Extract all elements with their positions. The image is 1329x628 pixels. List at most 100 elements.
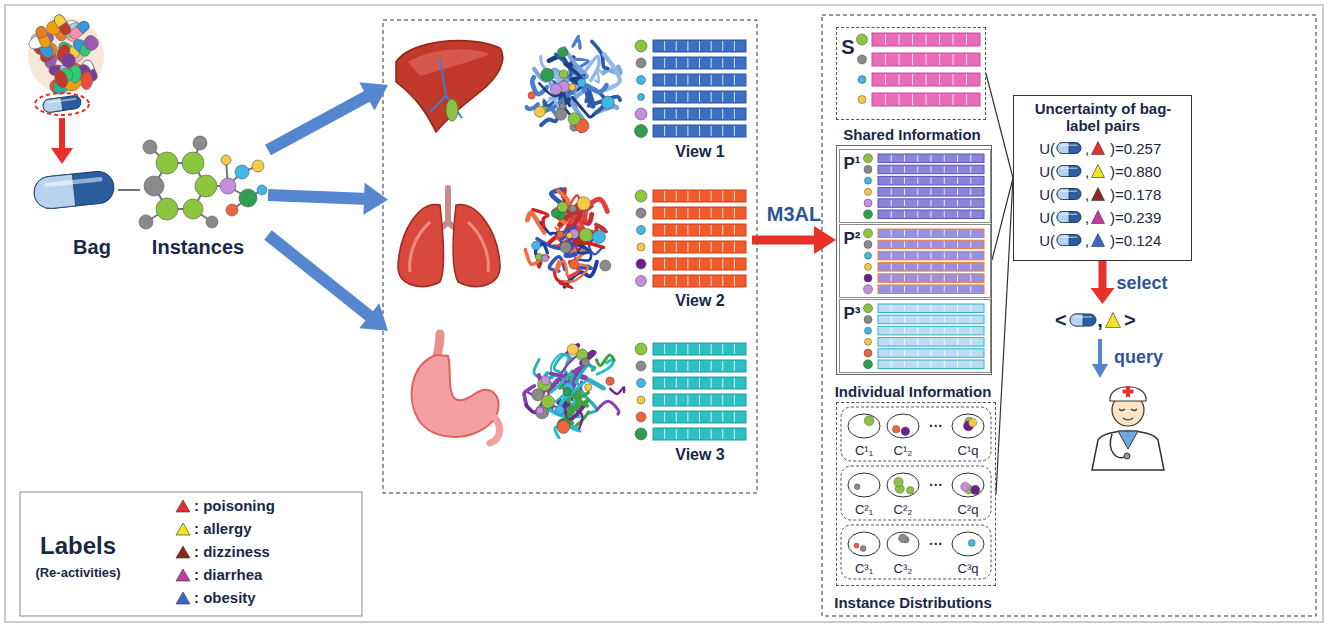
bar-cell-line — [904, 189, 905, 196]
arrow-label: query — [1114, 347, 1163, 368]
text-slot: P³ — [844, 304, 861, 324]
bar-cell-line — [904, 230, 905, 237]
instance-dot — [635, 190, 647, 202]
bar-cell-line — [970, 350, 971, 357]
feature-bar — [878, 315, 984, 324]
bar-cell-line — [699, 361, 700, 371]
instance-dot — [559, 103, 565, 109]
bar-cell-line — [699, 58, 700, 68]
feature-bar — [878, 274, 984, 283]
bar-cell-line — [711, 395, 712, 405]
capsule-half — [35, 25, 48, 39]
label-icon — [1092, 188, 1105, 201]
molecule-atom — [206, 216, 218, 228]
bar-cell-line — [917, 327, 918, 334]
bar-cell-line — [664, 126, 665, 136]
liver — [396, 40, 503, 132]
capsule-shine — [1061, 167, 1078, 169]
protein-ribbon — [573, 36, 581, 48]
text-slot: View 3 — [675, 446, 725, 464]
molecule-atom — [252, 160, 264, 172]
bar-cell-line — [676, 378, 677, 388]
instance-dot — [892, 425, 900, 433]
connector-line — [1099, 261, 1107, 291]
protein-ribbon — [596, 355, 614, 366]
capsule-body — [1057, 166, 1081, 177]
instance-dot — [557, 47, 567, 57]
node-text: , — [1085, 232, 1089, 249]
instance-dot — [636, 259, 646, 269]
uncertainty-box: Uncertainty of bag-label pairsU(,)=0.257… — [1013, 95, 1192, 261]
instance-dot — [899, 534, 908, 543]
bar-cell-line — [970, 155, 971, 162]
bar-cell-line — [944, 264, 945, 271]
connector — [118, 189, 140, 190]
bar-cell-line — [734, 412, 735, 422]
capsule-half — [76, 19, 91, 34]
bar-cell-line — [699, 75, 700, 85]
capsule-half — [42, 98, 63, 114]
instance-dot — [961, 482, 970, 491]
connector — [1091, 261, 1115, 304]
text-slot: View 2 — [675, 292, 725, 310]
bar-cell-line — [957, 166, 958, 173]
bar-cell-line — [722, 242, 723, 252]
molecule-atom — [235, 165, 249, 179]
feature-bar — [878, 165, 984, 174]
feature-bar — [653, 125, 746, 137]
bar-cell-line — [891, 264, 892, 271]
text-slot: U( — [1039, 163, 1055, 180]
cluster-ellipse — [848, 473, 880, 497]
instance-dot — [637, 396, 645, 404]
instance-dot — [864, 210, 873, 219]
cluster-label: ··· — [929, 418, 943, 434]
cluster-label: C³q — [958, 562, 979, 577]
instance-dot — [864, 315, 872, 323]
bar-cell-line — [699, 429, 700, 439]
bar-cell-line — [687, 412, 688, 422]
feature-bar — [653, 241, 746, 253]
bar-cell-line — [904, 252, 905, 259]
bar-cell-line — [687, 344, 688, 354]
text-slot: U( — [1039, 186, 1055, 203]
bar-cell-line — [957, 361, 958, 368]
bar-cell-line — [891, 350, 892, 357]
feature-bar — [653, 108, 746, 120]
node-text: U( — [1039, 232, 1055, 249]
label-icon — [1106, 313, 1121, 328]
bag-icon — [1057, 143, 1081, 154]
bar-cell-line — [664, 412, 665, 422]
feature-bar — [653, 224, 746, 236]
feature-bar — [878, 154, 984, 163]
feature-bar — [653, 57, 746, 69]
instance-dot — [601, 96, 614, 109]
bar-cell-line — [687, 225, 688, 235]
bar-cell-line — [899, 74, 900, 85]
protein-ribbon — [555, 374, 573, 402]
bar-cell-line — [904, 200, 905, 207]
bar-cell-line — [891, 230, 892, 237]
instance-dot — [567, 344, 578, 355]
molecule-atom — [139, 215, 153, 229]
bar-cell-line — [885, 54, 886, 65]
capsule-body — [1057, 143, 1081, 154]
arrow-head — [1091, 288, 1115, 304]
instance-dot — [541, 68, 554, 81]
doctor-collar — [1118, 431, 1138, 449]
instance-dot — [854, 543, 859, 548]
bar-cell-line — [970, 327, 971, 334]
bar-cell-line — [676, 92, 677, 102]
instance-dot — [864, 360, 873, 369]
instance-dot — [637, 226, 646, 235]
bar-cell-line — [970, 252, 971, 259]
bar-cell-line — [711, 259, 712, 269]
bar-cell-line — [904, 286, 905, 293]
bar-cell-line — [891, 339, 892, 346]
bar-cell-line — [734, 344, 735, 354]
feature-bar — [872, 73, 980, 86]
bar-cell-line — [711, 412, 712, 422]
stomach — [412, 355, 499, 437]
bar-cell-line — [917, 230, 918, 237]
feature-bar — [878, 360, 984, 369]
text-slot: )=0.239 — [1110, 209, 1161, 226]
